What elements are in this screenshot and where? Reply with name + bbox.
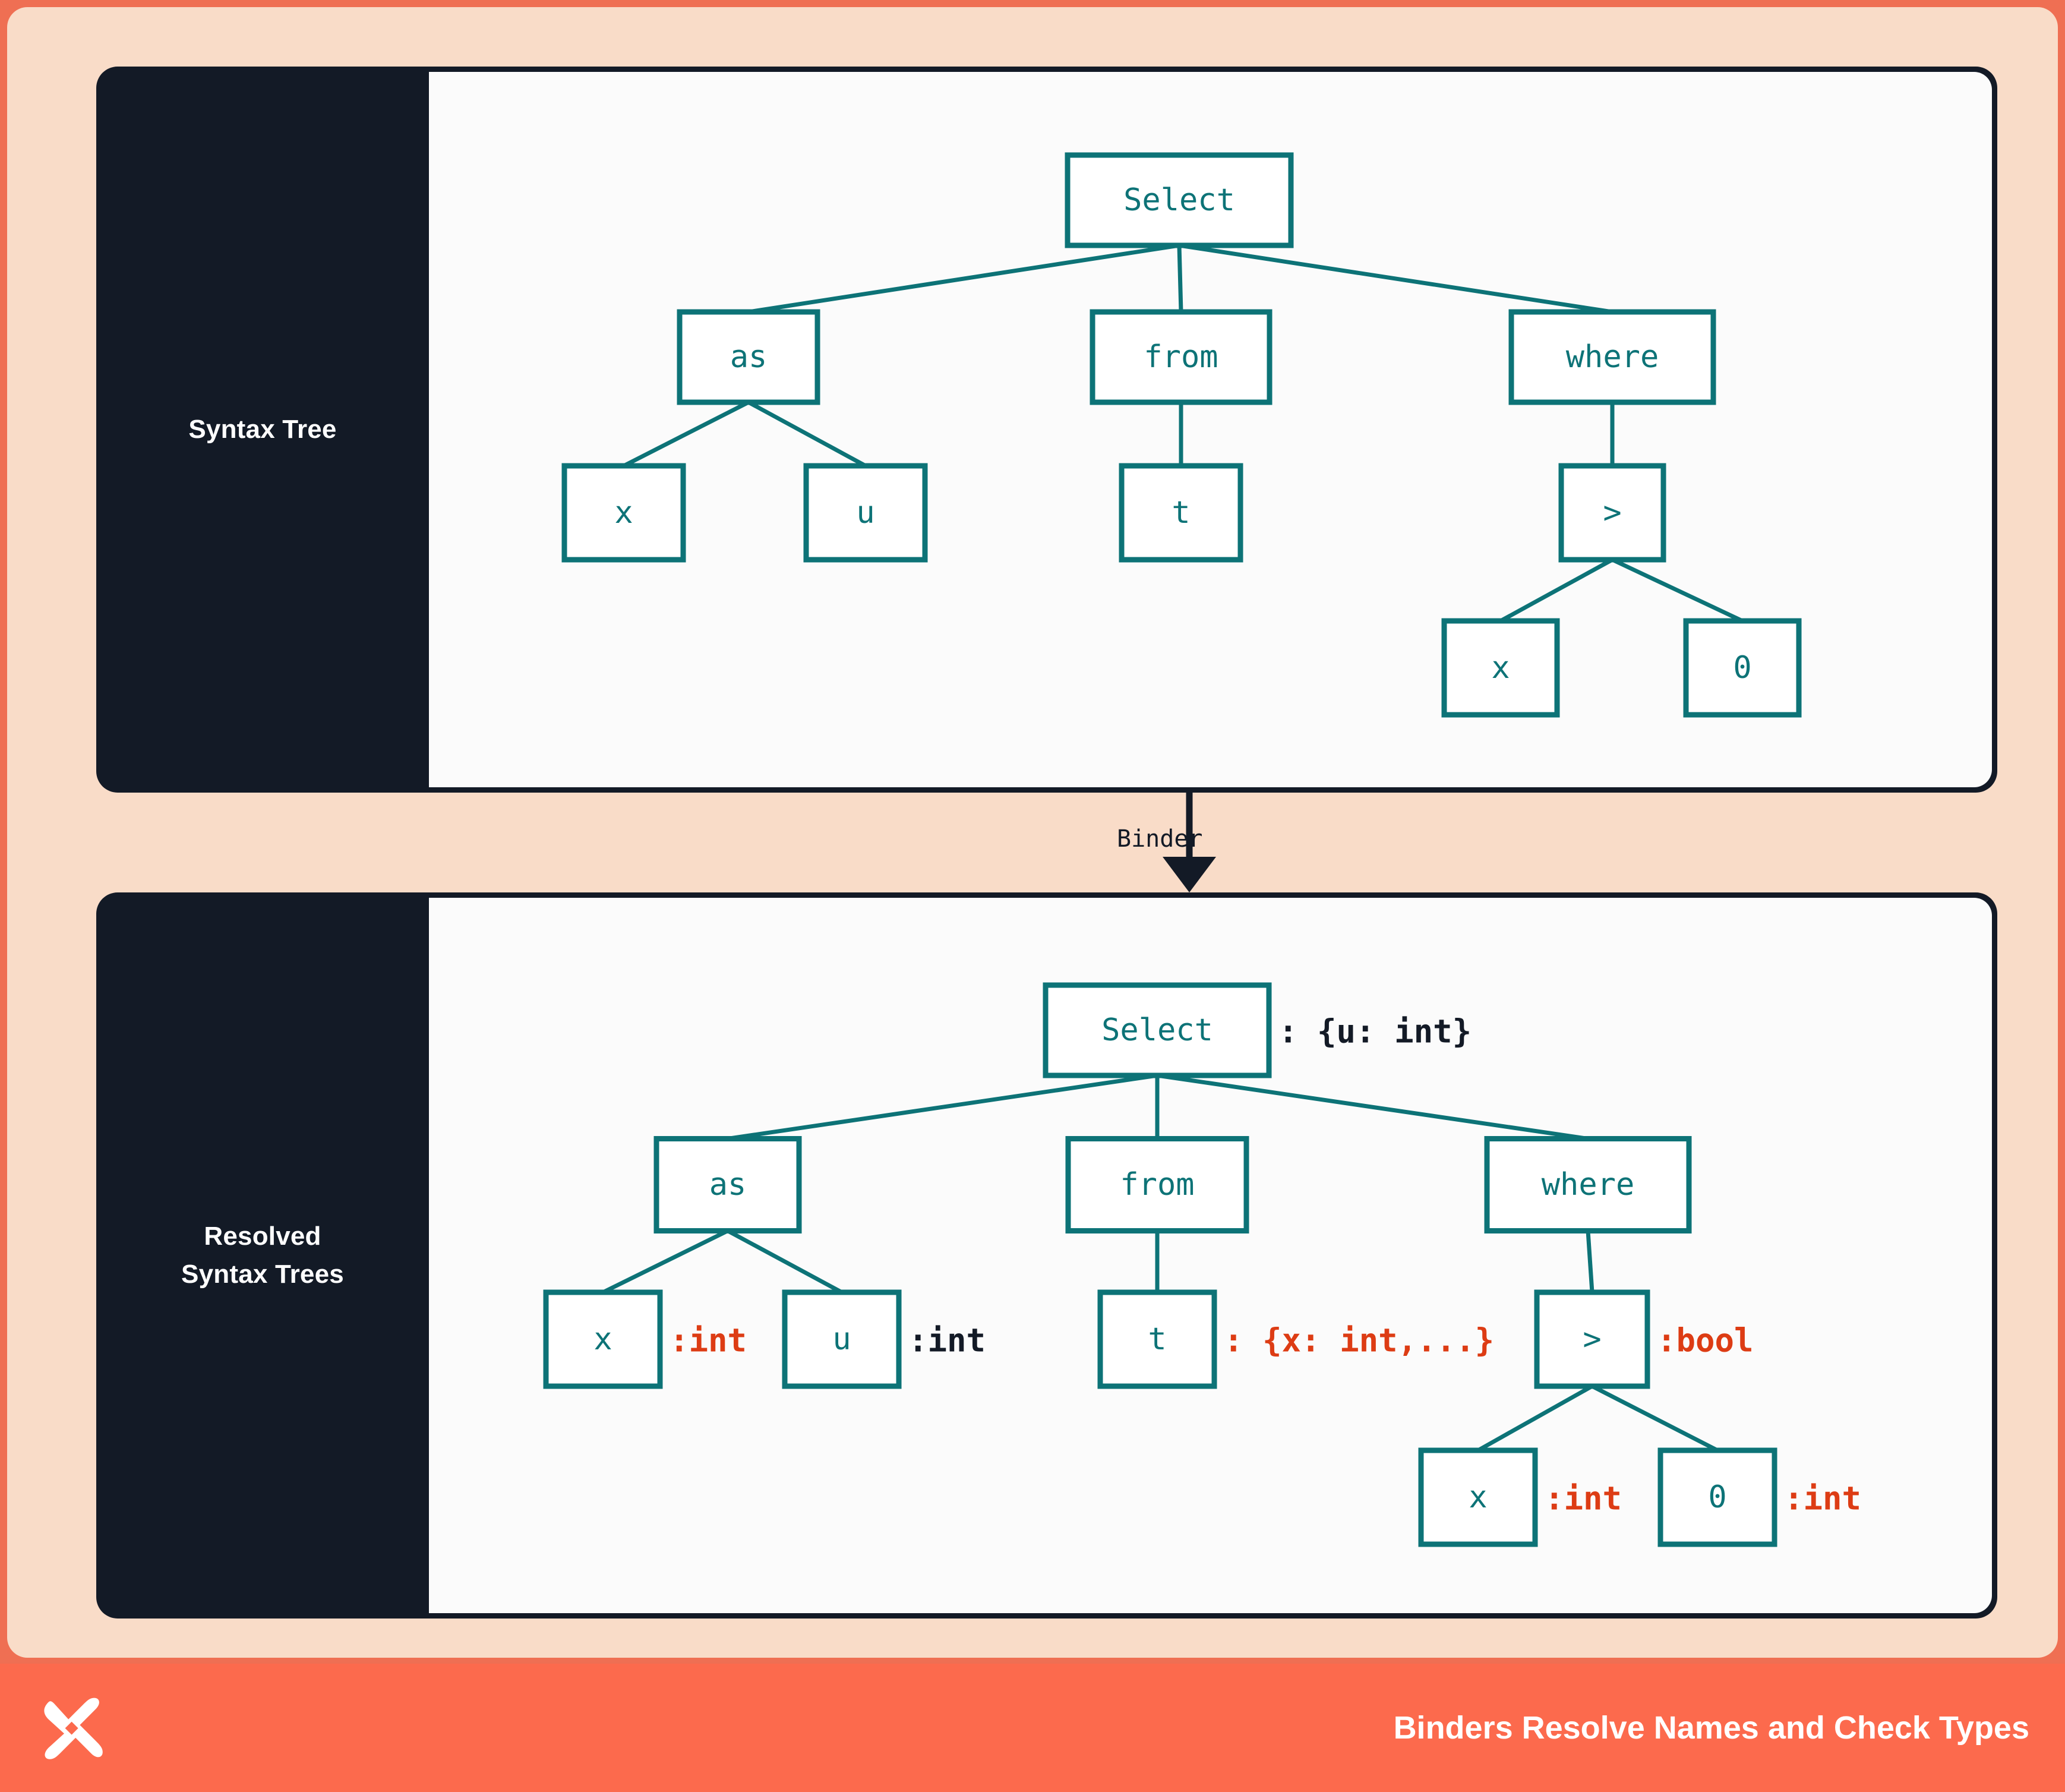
footer-bar: Binders Resolve Names and Check Types <box>0 1664 2065 1792</box>
tree-node-type-annotation: : {u: int} <box>1278 1013 1472 1050</box>
tree-node-label: > <box>1603 495 1621 531</box>
tree-node[interactable]: from <box>1065 1136 1249 1233</box>
tree-node-type-annotation: :bool <box>1657 1322 1754 1359</box>
tree-node-type-annotation: :int <box>908 1322 986 1359</box>
tree-node[interactable]: t <box>1119 463 1243 563</box>
tree-node-box <box>1441 618 1560 718</box>
tree-node-box <box>1534 1289 1650 1389</box>
rail-label-line-2: Syntax Trees <box>181 1260 344 1289</box>
syntax-tree-graph: Select as from where x u t > x 0 <box>561 152 1802 718</box>
tree-node-box <box>803 463 928 563</box>
tree-node-box <box>561 463 686 563</box>
tree-node[interactable]: u :int <box>782 1289 986 1389</box>
tree-edge <box>1179 243 1613 314</box>
tree-node-box <box>1558 463 1666 563</box>
tree-edge <box>602 1229 729 1295</box>
tree-node[interactable]: > :bool <box>1534 1289 1754 1389</box>
rail-resolved-syntax-trees: Resolved Syntax Trees <box>96 892 429 1619</box>
tree-node-label: > <box>1583 1321 1601 1357</box>
stage-syntax-tree: Select as from where x u t > x 0 <box>429 72 1992 787</box>
tree-edge <box>1611 557 1744 623</box>
tree-node-label: 0 <box>1708 1479 1726 1515</box>
tree-edge <box>1586 1231 1594 1293</box>
tree-node[interactable]: where <box>1508 309 1716 405</box>
tree-node-box <box>1097 1289 1217 1389</box>
tree-node-box <box>782 1289 902 1389</box>
tree-node-box <box>653 1136 802 1233</box>
tree-node[interactable]: Select : {u: int} <box>1043 982 1472 1078</box>
tree-edge <box>727 1229 843 1295</box>
binder-arrow-icon <box>1163 793 1216 892</box>
rail-syntax-tree: Syntax Tree <box>96 67 429 793</box>
binder-transform: Binder <box>96 793 1997 892</box>
slide-canvas: Syntax Tree Select as from where x u t > x 0 Bind… <box>7 7 2058 1658</box>
tree-edge <box>623 400 750 468</box>
tree-node-label: u <box>856 495 874 531</box>
tree-node-label: Select <box>1123 182 1235 218</box>
tree-edge <box>727 1073 1158 1141</box>
tree-node-box <box>1119 463 1243 563</box>
tree-node-label: t <box>1172 495 1190 531</box>
tree-edge <box>747 400 867 468</box>
tree-node[interactable]: t : {x: int,...} <box>1097 1289 1494 1389</box>
x-logo <box>44 1698 103 1759</box>
tree-node-box <box>1484 1136 1692 1233</box>
tree-node-box <box>1090 309 1273 405</box>
tree-node-box <box>1418 1447 1538 1547</box>
tree-node[interactable]: x :int <box>543 1289 747 1389</box>
tree-node-label: 0 <box>1733 650 1751 686</box>
tree-node[interactable]: as <box>653 1136 802 1233</box>
footer-title: Binders Resolve Names and Check Types <box>1393 1710 2029 1746</box>
rail-label-line-1: Resolved <box>204 1222 321 1251</box>
tree-node[interactable]: 0 :int <box>1657 1447 1861 1547</box>
tree-node-box <box>543 1289 663 1389</box>
tree-edge <box>1591 1384 1719 1453</box>
tree-node-type-annotation: : {x: int,...} <box>1224 1322 1494 1359</box>
tree-node[interactable]: > <box>1558 463 1666 563</box>
tree-node-box <box>1043 982 1272 1078</box>
tree-node-label: Select <box>1101 1012 1213 1048</box>
panel-syntax-tree: Syntax Tree Select as from where x u t > x 0 <box>96 67 1997 793</box>
rail-label-syntax-tree: Syntax Tree <box>188 415 337 444</box>
tree-edge <box>748 243 1180 314</box>
tree-node[interactable]: x <box>561 463 686 563</box>
tree-node[interactable]: u <box>803 463 928 563</box>
tree-node[interactable]: from <box>1090 309 1273 405</box>
tree-node-box <box>1065 152 1294 248</box>
tree-node[interactable]: where <box>1484 1136 1692 1233</box>
tree-edge <box>1177 245 1183 313</box>
tree-node-type-annotation: :int <box>1545 1480 1622 1517</box>
tree-node-label: x <box>593 1321 612 1357</box>
panel-resolved-syntax-trees: Resolved Syntax Trees Select : {u: int} as… <box>96 892 1997 1619</box>
tree-node[interactable]: Select <box>1065 152 1294 248</box>
tree-node-label: where <box>1566 339 1659 375</box>
tree-node-type-annotation: :int <box>1784 1480 1861 1517</box>
tree-edge <box>1499 557 1614 623</box>
stage-resolved-syntax-trees: Select : {u: int} as from where x :int u :int t : … <box>429 898 1992 1613</box>
tree-node[interactable]: x :int <box>1418 1447 1622 1547</box>
rail-label-resolved-syntax-trees: Resolved Syntax Trees <box>181 1217 344 1293</box>
tree-node-label: t <box>1148 1321 1166 1357</box>
resolved-syntax-tree-graph: Select : {u: int} as from where x :int u :int t : … <box>543 982 1861 1547</box>
tree-node[interactable]: as <box>677 309 820 405</box>
tree-node-box <box>1508 309 1716 405</box>
tree-node-label: where <box>1542 1167 1635 1203</box>
tree-node[interactable]: 0 <box>1683 618 1802 718</box>
tree-node-label: x <box>1491 650 1510 686</box>
tree-node-type-annotation: :int <box>670 1322 747 1359</box>
tree-node-label: from <box>1144 339 1218 375</box>
tree-edge <box>1477 1384 1593 1453</box>
tree-node-label: as <box>730 339 768 375</box>
tree-node-box <box>1683 618 1802 718</box>
tree-node-label: x <box>1469 1479 1487 1515</box>
tree-node-label: as <box>709 1167 747 1203</box>
tree-node[interactable]: x <box>1441 618 1560 718</box>
tree-edge <box>1157 1073 1589 1141</box>
tree-node-box <box>1657 1447 1777 1547</box>
tree-node-box <box>677 309 820 405</box>
tree-node-label: x <box>614 495 633 531</box>
tree-node-label: from <box>1120 1167 1194 1203</box>
tree-node-label: u <box>832 1321 851 1357</box>
tree-node-box <box>1065 1136 1249 1233</box>
